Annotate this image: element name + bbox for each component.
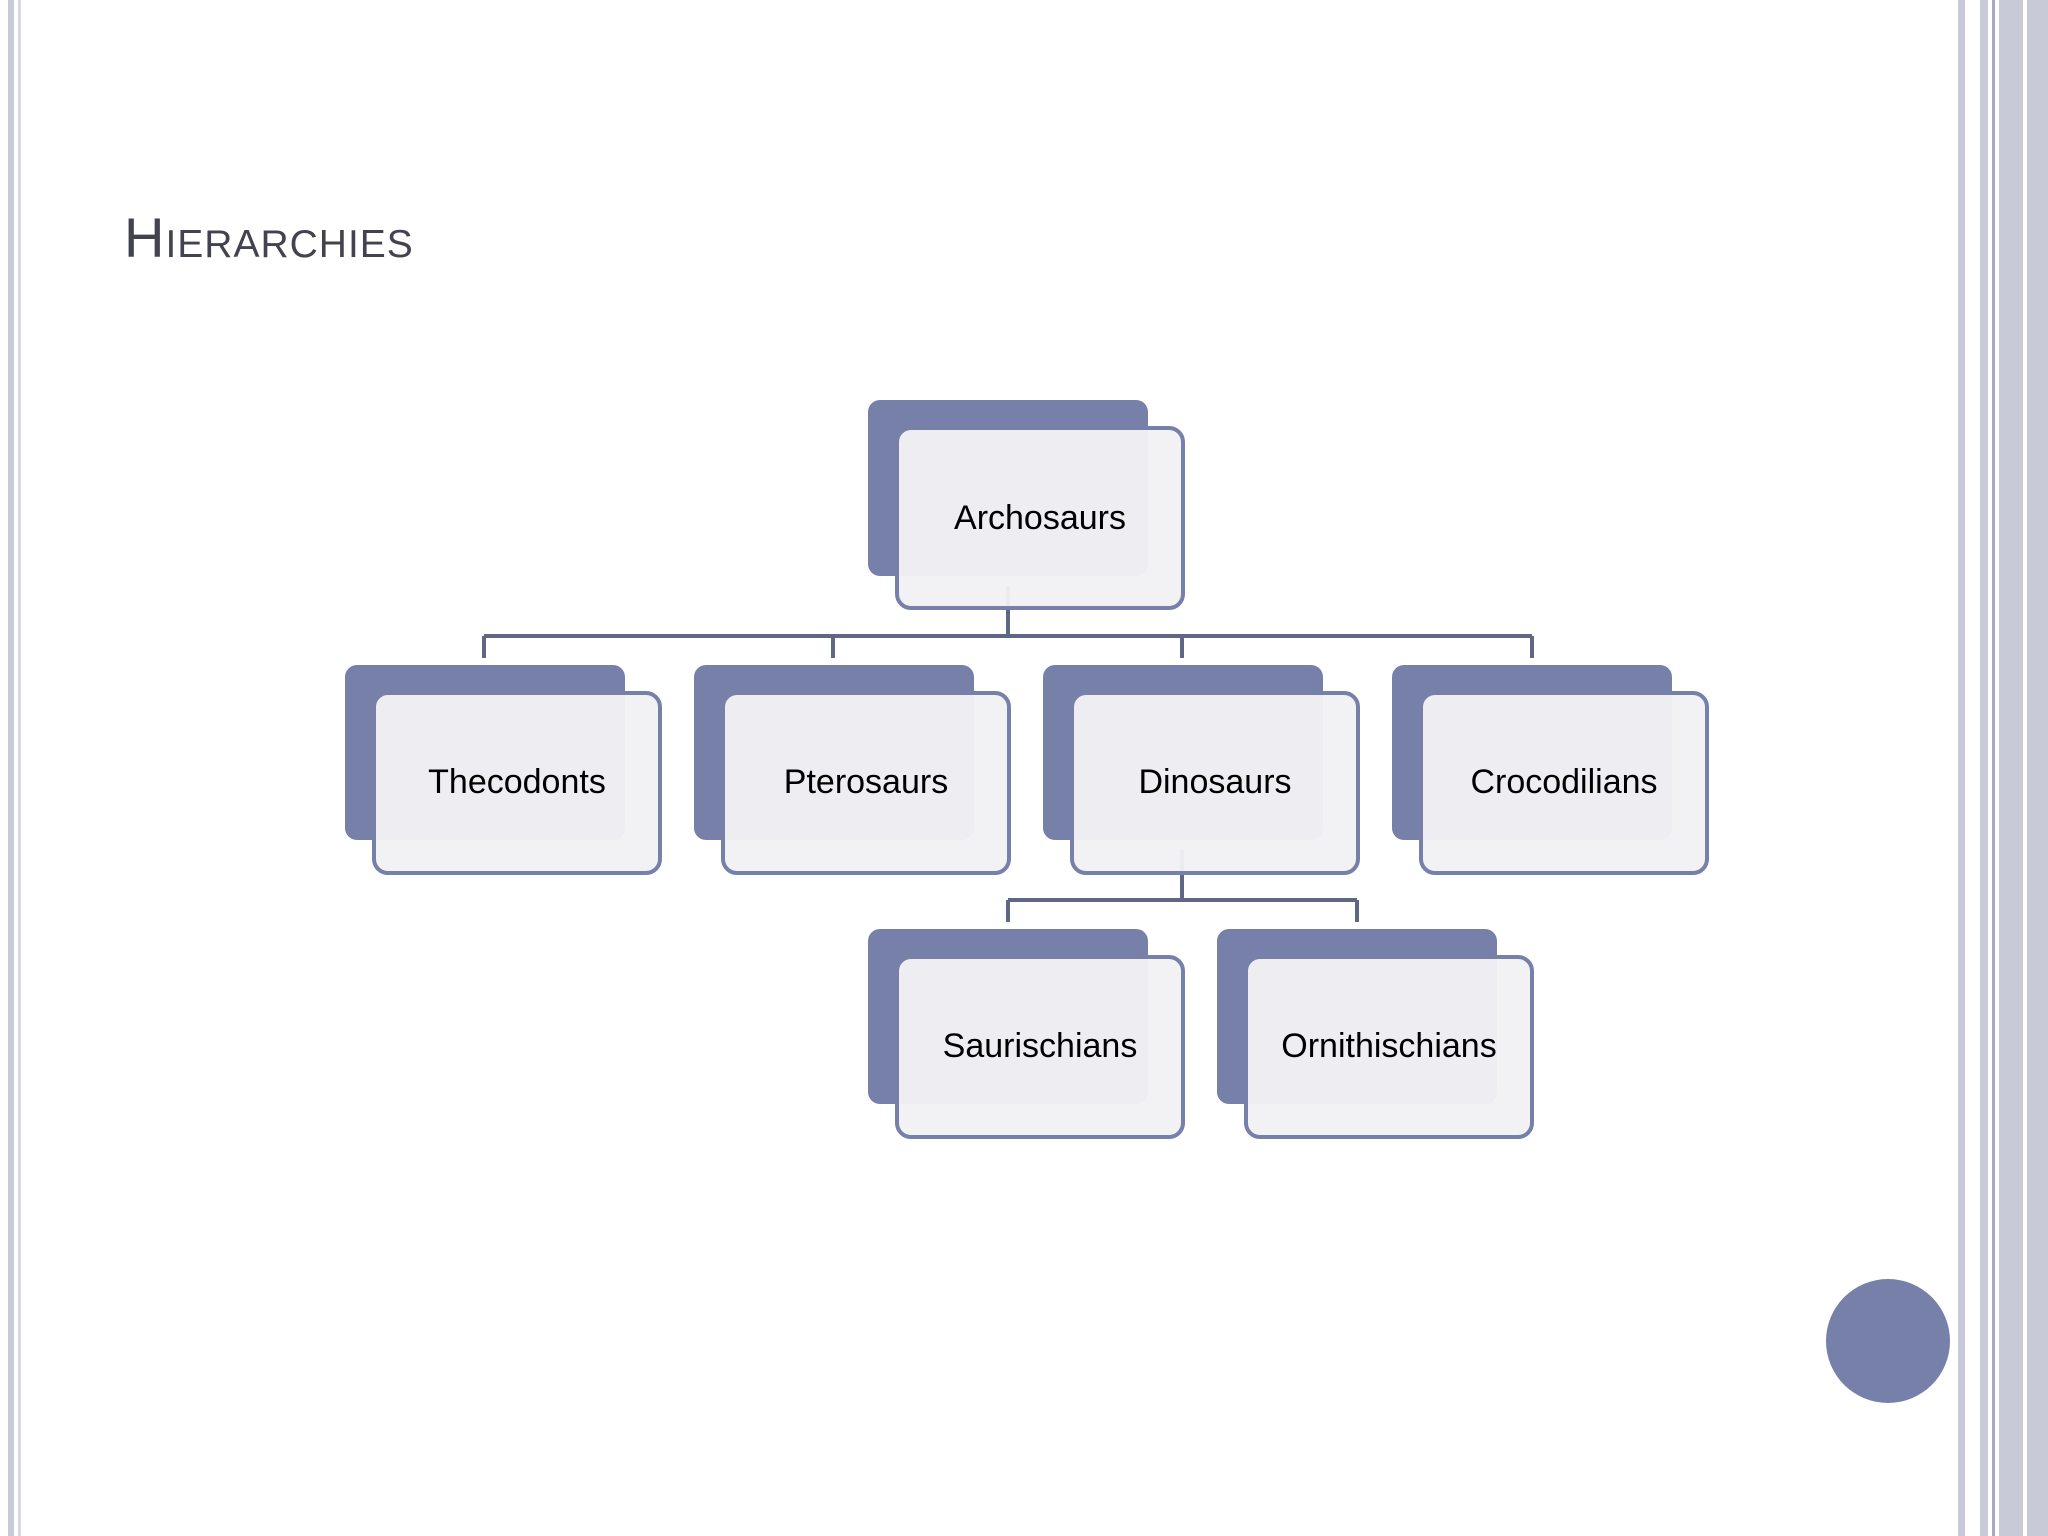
- node-label: Thecodonts: [428, 763, 606, 801]
- right-edge-stripe-2: [1980, 0, 1988, 1536]
- node-pterosaurs: Pterosaurs: [694, 665, 1011, 875]
- node-face: [1419, 691, 1709, 875]
- node-face: [1244, 955, 1534, 1139]
- node-face: [721, 691, 1011, 875]
- node-label: Ornithischians: [1281, 1027, 1496, 1065]
- node-saurischians: Saurischians: [868, 929, 1185, 1139]
- node-label: Crocodilians: [1470, 763, 1657, 801]
- left-edge-stripe-inner: [18, 0, 21, 1536]
- right-edge-stripe-1: [1958, 0, 1965, 1536]
- node-dinosaurs: Dinosaurs: [1043, 665, 1360, 875]
- node-label: Dinosaurs: [1138, 763, 1291, 801]
- right-edge-stripe-3: [1992, 0, 1995, 1536]
- slide-title: Hierarchies: [124, 206, 414, 269]
- node-face: [372, 691, 662, 875]
- node-ornithischians: Ornithischians: [1217, 929, 1534, 1139]
- node-face: [895, 955, 1185, 1139]
- node-crocodilians: Crocodilians: [1392, 665, 1709, 875]
- node-label: Pterosaurs: [784, 763, 948, 801]
- node-label: Saurischians: [943, 1027, 1138, 1065]
- node-face: [895, 426, 1185, 610]
- right-edge-stripe-5: [2027, 0, 2048, 1536]
- node-face: [1070, 691, 1360, 875]
- right-edge-stripe-4: [1999, 0, 2023, 1536]
- corner-circle-badge: [1826, 1279, 1950, 1403]
- node-thecodonts: Thecodonts: [345, 665, 662, 875]
- left-edge-stripe-outer: [8, 0, 14, 1536]
- node-archosaurs: Archosaurs: [868, 400, 1185, 610]
- node-label: Archosaurs: [954, 499, 1126, 537]
